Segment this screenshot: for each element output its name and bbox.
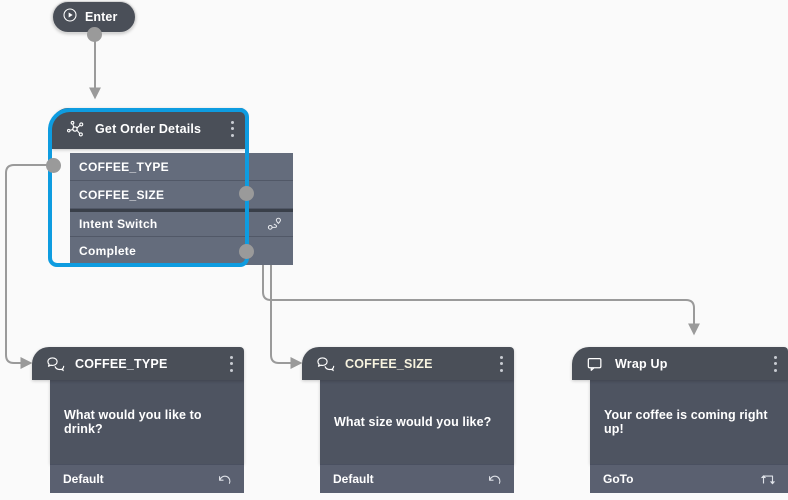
- slot-label: Complete: [79, 244, 137, 258]
- footer-label: GoTo: [603, 472, 634, 486]
- wire-coffeetype: [5, 164, 53, 369]
- node-title: COFFEE_SIZE: [345, 356, 433, 371]
- message-text: What size would you like?: [334, 415, 492, 429]
- undo-loop-icon: [216, 471, 233, 488]
- undo-loop-icon: [486, 471, 503, 488]
- entry-output-port[interactable]: [87, 27, 102, 42]
- port-coffee-type-out[interactable]: [46, 158, 61, 173]
- port-coffee-size-out[interactable]: [239, 186, 254, 201]
- slot-label: Intent Switch: [79, 217, 158, 231]
- node-header[interactable]: Get Order Details: [52, 108, 245, 149]
- wire-complete: [246, 250, 700, 336]
- node-coffee-type[interactable]: COFFEE_TYPE What would you like to drink…: [32, 347, 244, 493]
- slot-label: COFFEE_SIZE: [79, 187, 165, 202]
- route-path-icon: [266, 216, 283, 233]
- play-circle-icon: [62, 7, 78, 28]
- node-title: Wrap Up: [615, 356, 668, 371]
- node-message-body[interactable]: What would you like to drink?: [50, 380, 244, 464]
- node-title: COFFEE_TYPE: [75, 356, 168, 371]
- node-header[interactable]: COFFEE_TYPE: [32, 347, 244, 380]
- footer-label: Default: [63, 472, 104, 486]
- kebab-menu-icon[interactable]: [230, 120, 234, 137]
- slot-graph-icon: [64, 118, 86, 140]
- kebab-menu-icon[interactable]: [499, 355, 503, 372]
- message-text: Your coffee is coming right up!: [604, 408, 768, 436]
- node-wrap-up[interactable]: Wrap Up Your coffee is coming right up! …: [572, 347, 788, 493]
- chat-bubbles-icon: [44, 353, 66, 375]
- node-coffee-size[interactable]: COFFEE_SIZE What size would you like? De…: [302, 347, 514, 493]
- node-title: Get Order Details: [95, 121, 202, 136]
- slot-list: COFFEE_TYPE COFFEE_SIZE Intent Switch Co…: [70, 153, 293, 265]
- chat-bubble-single-icon: [584, 353, 606, 375]
- slot-row-complete[interactable]: Complete: [70, 237, 293, 265]
- node-footer-goto[interactable]: GoTo: [590, 464, 788, 493]
- kebab-menu-icon[interactable]: [229, 355, 233, 372]
- message-text: What would you like to drink?: [64, 408, 202, 436]
- node-message-body[interactable]: What size would you like?: [320, 380, 514, 464]
- slot-label: COFFEE_TYPE: [79, 159, 169, 174]
- port-complete-out[interactable]: [239, 244, 254, 259]
- chat-bubbles-icon: [314, 353, 336, 375]
- node-footer-default[interactable]: Default: [320, 464, 514, 493]
- node-message-body[interactable]: Your coffee is coming right up!: [590, 380, 788, 464]
- node-header[interactable]: COFFEE_SIZE: [302, 347, 514, 380]
- node-footer-default[interactable]: Default: [50, 464, 244, 493]
- node-get-order-details[interactable]: Get Order Details COFFEE_TYPE COFFEE_SIZ…: [48, 108, 293, 267]
- entry-node-label: Enter: [85, 10, 118, 24]
- footer-label: Default: [333, 472, 374, 486]
- slot-row-coffee-type[interactable]: COFFEE_TYPE: [70, 153, 293, 181]
- node-header[interactable]: Wrap Up: [572, 347, 788, 380]
- slot-row-intent-switch[interactable]: Intent Switch: [70, 209, 293, 237]
- slot-row-coffee-size[interactable]: COFFEE_SIZE: [70, 181, 293, 209]
- kebab-menu-icon[interactable]: [773, 355, 777, 372]
- goto-loop-icon: [759, 470, 777, 488]
